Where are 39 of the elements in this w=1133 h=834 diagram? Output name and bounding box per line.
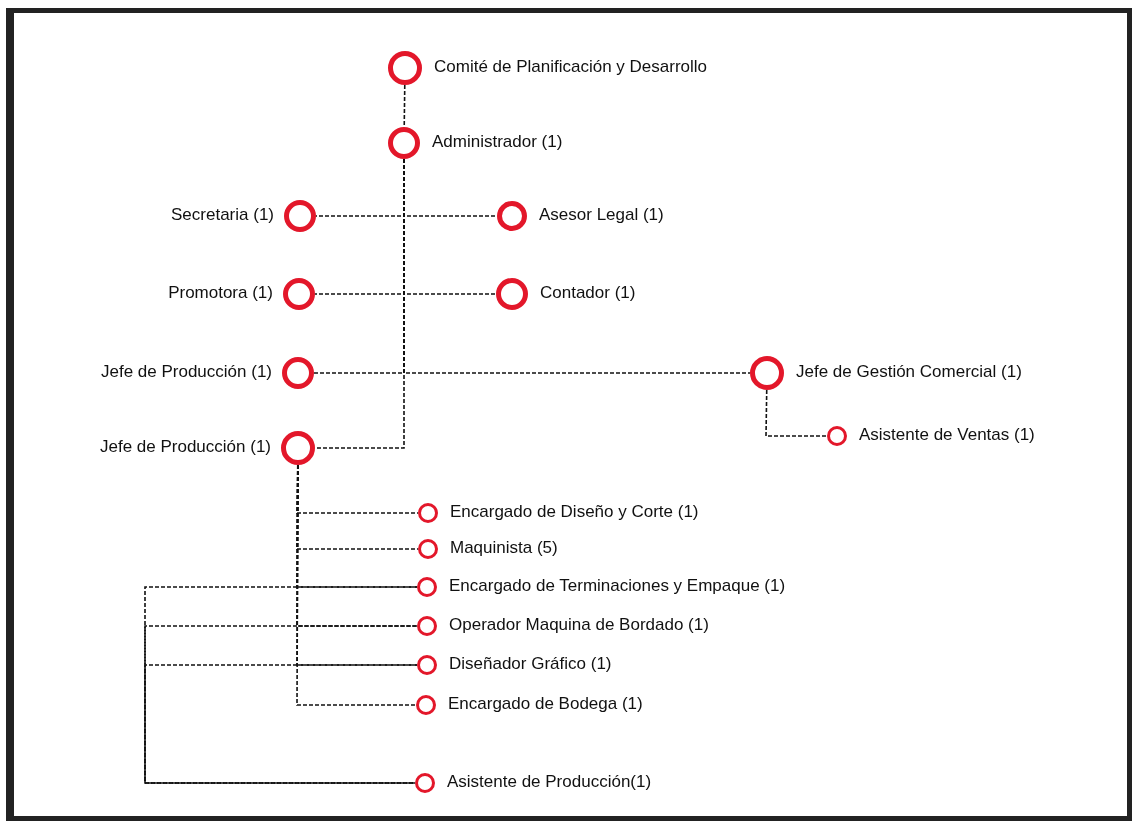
position-circle [417,577,437,597]
connector-line [403,84,406,128]
position-circle [418,539,438,559]
role-label: Asistente de Producción(1) [447,771,652,793]
position-circle [284,200,316,232]
role-label: Administrador (1) [432,131,563,153]
position-circle [416,695,436,715]
position-circle [282,357,314,389]
role-label: Encargado de Bodega (1) [448,693,643,715]
position-circle [415,773,435,793]
role-label: Jefe de Producción (1) [100,361,272,383]
role-label: Promotora (1) [168,282,273,304]
position-circle [388,51,422,85]
role-label: Maquinista (5) [450,537,558,559]
position-circle [827,426,847,446]
position-circle [283,278,315,310]
role-label: Encargado de Terminaciones y Empaque (1) [449,575,786,597]
role-label: Asistente de Ventas (1) [859,424,1035,446]
position-circle [417,655,437,675]
role-label: Operador Maquina de Bordado (1) [449,614,709,636]
role-label: Contador (1) [540,282,636,304]
position-circle [497,201,527,231]
position-circle [750,356,784,390]
role-label: Diseñador Gráfico (1) [449,653,612,675]
role-label: Comité de Planificación y Desarrollo [434,56,708,78]
connector-line [765,389,828,437]
position-circle [281,431,315,465]
role-label: Asesor Legal (1) [539,204,664,226]
role-label: Encargado de Diseño y Corte (1) [450,501,699,523]
connector-line [144,625,418,784]
connector-line [144,664,418,784]
position-circle [417,616,437,636]
role-label: Jefe de Gestión Comercial (1) [796,361,1022,383]
position-circle [388,127,420,159]
role-label: Jefe de Producción (1) [99,436,271,458]
position-circle [418,503,438,523]
position-circle [496,278,528,310]
connector-line [296,464,417,706]
role-label: Secretaria (1) [171,204,274,226]
